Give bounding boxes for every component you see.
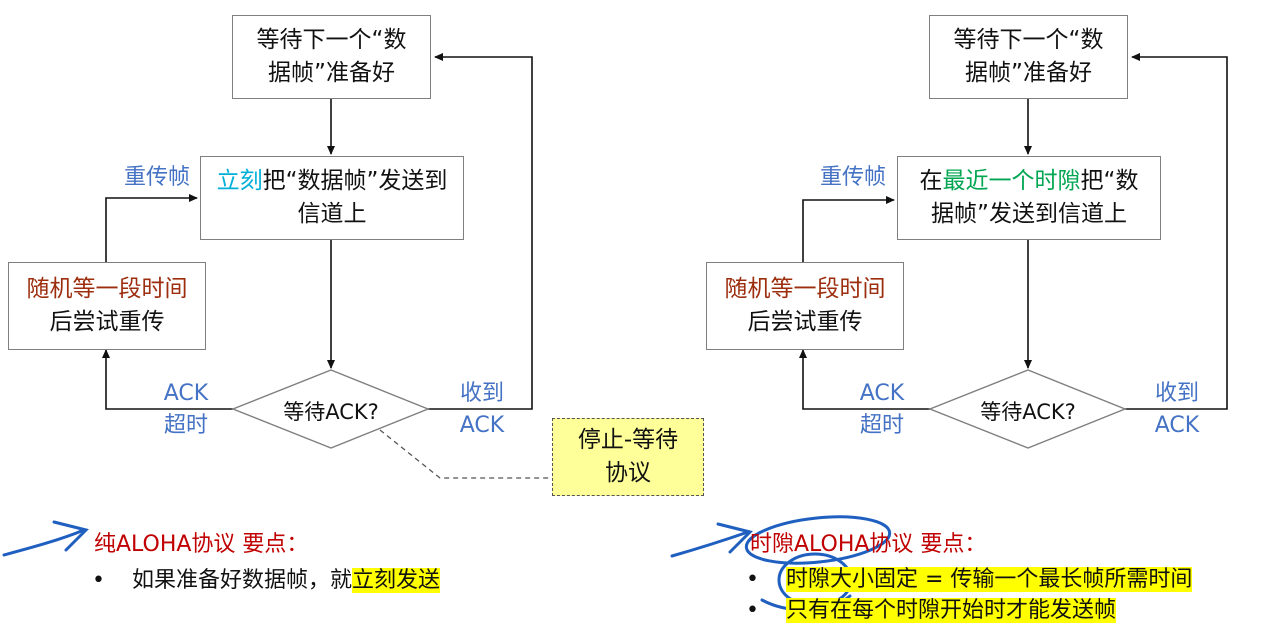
slotted-aloha-point-2: • 只有在每个时隙开始时才能发送帧 xyxy=(746,592,1117,624)
left-arrow-ack-timeout xyxy=(102,349,233,410)
left-send-line1-rest: 把“数据帧”发送到 xyxy=(262,168,448,194)
left-connectors xyxy=(102,53,533,410)
right-send-line1-rest: 把“数 xyxy=(1080,168,1139,194)
right-arrow-ack-timeout xyxy=(799,349,930,410)
left-timeout-line2: 超时 xyxy=(163,413,208,438)
slotted-aloha-heading: 时隙ALOHA协议 要点： xyxy=(750,532,987,557)
right-ack-received-label: 收到 ACK xyxy=(1141,378,1213,442)
right-timeout-line1: ACK xyxy=(859,381,905,406)
left-decision-label: 等待ACK? xyxy=(283,400,379,424)
left-send-frame-box: 立刻把“数据帧”发送到 信道上 xyxy=(200,156,464,240)
pen-circle-heading xyxy=(744,515,892,565)
left-send-highlight: 立刻 xyxy=(216,168,263,194)
left-note-connector xyxy=(379,429,552,479)
pure-aloha-point: • 如果准备好数据帧，就立刻发送 xyxy=(92,562,441,594)
right-wait-line1: 等待下一个“数 xyxy=(953,27,1104,53)
left-arrow-retransmit xyxy=(105,194,198,262)
pen-arrow-right-shaft xyxy=(670,530,750,558)
pure-aloha-point-text: 如果准备好数据帧，就 xyxy=(132,568,353,593)
slotted-aloha-point-1: • 时隙大小固定 = 传输一个最长帧所需时间 xyxy=(746,561,1193,593)
left-timeout-line1: ACK xyxy=(163,381,209,406)
note-line2: 协议 xyxy=(605,460,651,486)
left-retry-line1: 随机等一段时间 xyxy=(26,276,188,302)
right-arrow-retransmit xyxy=(802,196,895,262)
pen-arrow-left-shaft xyxy=(2,528,86,557)
right-retry-box: 随机等一段时间 后尝试重传 xyxy=(706,262,904,350)
left-received-line2: ACK xyxy=(459,413,505,438)
right-wait-line2: 据帧”准备好 xyxy=(965,60,1092,86)
right-arrow-ack-received xyxy=(1125,53,1228,410)
slotted-aloha-point-2-text: 只有在每个时隙开始时才能发送帧 xyxy=(786,598,1117,623)
right-retry-line1: 随机等一段时间 xyxy=(724,276,886,302)
right-send-frame-box: 在最近一个时隙把“数 据帧”发送到信道上 xyxy=(897,156,1161,240)
left-retry-line2: 后尝试重传 xyxy=(49,309,165,335)
right-received-line1: 收到 xyxy=(1154,381,1199,406)
left-retry-box: 随机等一段时间 后尝试重传 xyxy=(8,262,206,350)
right-send-highlight: 最近一个时隙 xyxy=(942,168,1081,194)
left-received-line1: 收到 xyxy=(459,381,504,406)
right-retransmit-label: 重传帧 xyxy=(819,165,886,190)
slotted-aloha-point-1-text: 时隙大小固定 = 传输一个最长帧所需时间 xyxy=(786,567,1193,592)
left-wait-frame-box: 等待下一个“数 据帧”准备好 xyxy=(232,15,431,99)
right-decision-label: 等待ACK? xyxy=(980,400,1076,424)
left-ack-received-label: 收到 ACK xyxy=(446,378,518,442)
left-ack-timeout-label: ACK 超时 xyxy=(150,378,222,442)
left-send-line2: 信道上 xyxy=(297,201,367,227)
left-arrow-ack-received xyxy=(428,53,533,410)
right-wait-frame-box: 等待下一个“数 据帧”准备好 xyxy=(929,15,1128,99)
left-wait-line1: 等待下一个“数 xyxy=(256,27,407,53)
pure-aloha-point-highlight: 立刻发送 xyxy=(352,568,441,593)
bullet-dot: • xyxy=(746,598,759,623)
bullet-dot: • xyxy=(746,567,759,592)
left-retransmit-label: 重传帧 xyxy=(123,165,190,190)
left-wait-line2: 据帧”准备好 xyxy=(268,60,395,86)
pen-arrow-right-head xyxy=(716,522,753,554)
stop-and-wait-note: 停止-等待 协议 xyxy=(552,418,704,496)
bullet-dot: • xyxy=(92,568,105,593)
right-timeout-line2: 超时 xyxy=(859,413,904,438)
right-send-line2: 据帧”发送到信道上 xyxy=(931,201,1127,227)
left-decision-diamond xyxy=(231,369,430,449)
right-ack-timeout-label: ACK 超时 xyxy=(846,378,918,442)
note-line1: 停止-等待 xyxy=(577,427,679,453)
pure-aloha-heading: 纯ALOHA协议 要点： xyxy=(94,532,309,557)
right-retry-line2: 后尝试重传 xyxy=(747,309,863,335)
right-connectors xyxy=(799,53,1228,410)
right-decision-diamond xyxy=(928,369,1127,449)
pen-arrow-left-head xyxy=(52,520,89,552)
right-received-line2: ACK xyxy=(1154,413,1200,438)
right-send-prefix: 在 xyxy=(919,168,943,194)
